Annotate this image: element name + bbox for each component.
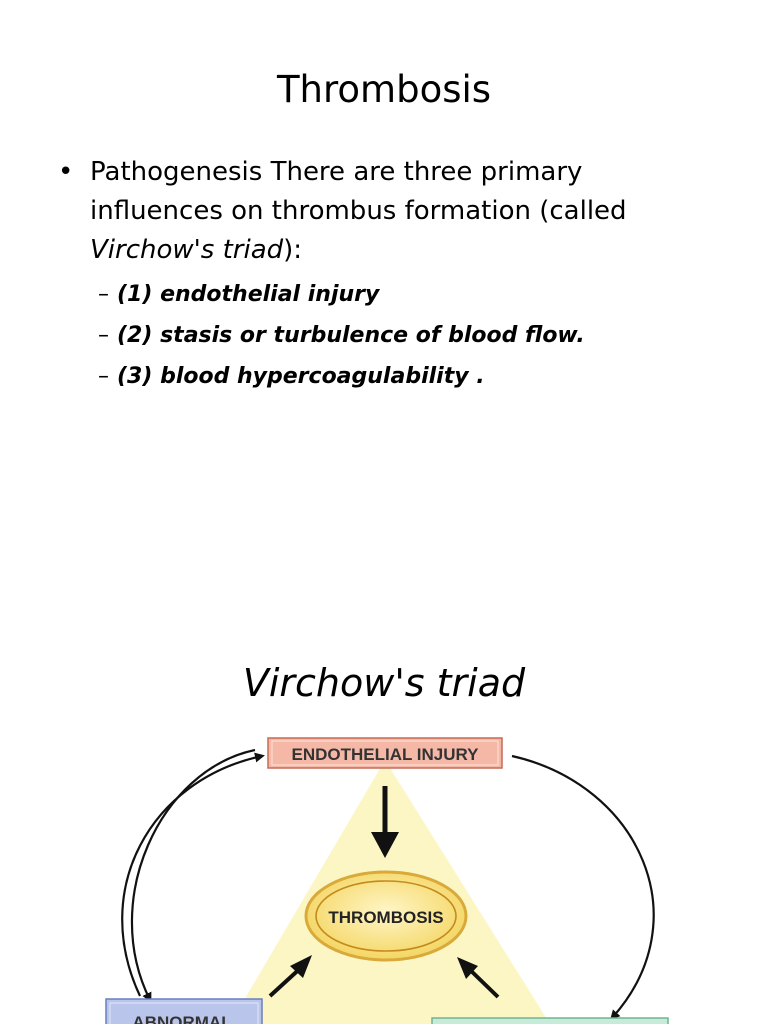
slide-thrombosis: Thrombosis • Pathogenesis There are thre…: [58, 68, 678, 392]
curved-arrow: [121, 752, 265, 997]
bullet-tail: ):: [283, 235, 303, 265]
subitem: –(1) endothelial injury: [98, 280, 379, 310]
dash-icon: –: [98, 323, 109, 348]
box-inner-highlight: [271, 740, 499, 766]
bullet-lead: Pathogenesis There are three primary inf…: [90, 157, 627, 226]
subitem: –(2) stasis or turbulence of blood flow.: [98, 321, 585, 351]
dash-icon: –: [98, 364, 109, 389]
slide-title: Thrombosis: [276, 68, 492, 111]
endothelial-injury-label: ENDOTHELIAL INJURY: [291, 745, 479, 764]
right-box: [431, 1017, 669, 1024]
bullet-term: Virchow's triad: [90, 235, 284, 265]
abnormal-label: ABNORMAL: [132, 1013, 231, 1024]
subitem-text: (3) blood hypercoagulability .: [117, 364, 485, 389]
down-arrow-icon: [371, 832, 399, 858]
thrombosis-label: THROMBOSIS: [328, 908, 443, 927]
slide-virchows-triad: Virchow's triad ENDOTHELIAL INJURY THR: [0, 600, 768, 1024]
thrombosis-ellipse-inner: [315, 880, 457, 952]
bullet-dot-icon: •: [58, 157, 74, 187]
curved-arrow: [511, 754, 655, 1021]
endothelial-injury-box: [267, 737, 503, 769]
up-left-arrow-icon: [457, 957, 478, 979]
thrombosis-ellipse: [304, 870, 468, 962]
up-right-arrow-icon: [290, 955, 312, 978]
slide-title: Virchow's triad: [242, 661, 526, 705]
dash-icon: –: [98, 282, 109, 307]
bullet-text: Pathogenesis There are three primary inf…: [58, 153, 678, 270]
subitem: –(3) blood hypercoagulability .: [98, 362, 485, 392]
subitem-text: (1) endothelial injury: [117, 282, 380, 307]
bullet-pathogenesis: • Pathogenesis There are three primary i…: [58, 153, 678, 270]
curved-arrow: [130, 748, 256, 1003]
subitem-text: (2) stasis or turbulence of blood flow.: [117, 323, 585, 348]
virchows-triad-diagram: ENDOTHELIAL INJURY THROMBOSIS ABNORMAL: [105, 737, 669, 1024]
box-inner-highlight: [109, 1002, 259, 1024]
